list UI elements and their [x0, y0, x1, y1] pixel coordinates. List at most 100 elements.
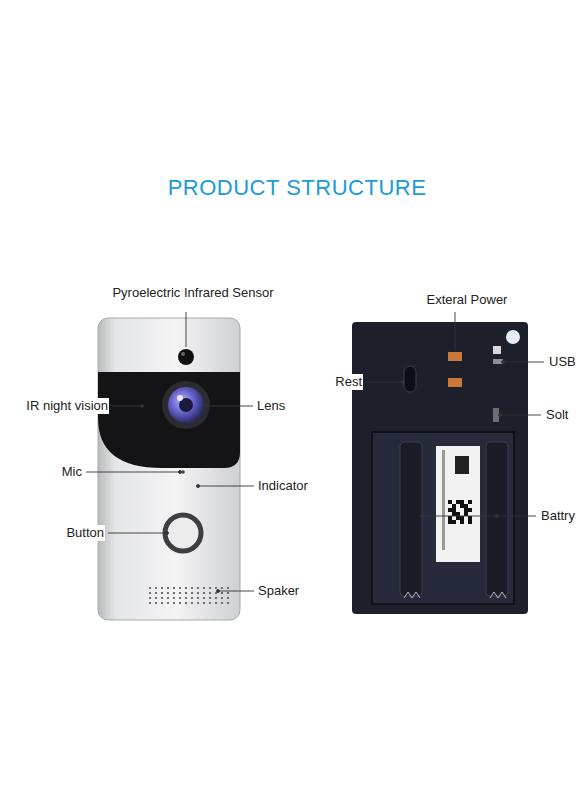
qr-cell: [448, 520, 452, 524]
grille-dot: [149, 592, 151, 594]
grille-dot: [221, 597, 223, 599]
qr-cell: [448, 508, 452, 512]
part-label: IR night vision: [25, 398, 109, 414]
qr-cell: [468, 500, 472, 504]
grille-dot: [209, 592, 211, 594]
grille-dot: [179, 597, 181, 599]
qr-cell: [456, 500, 460, 504]
qr-cell: [456, 512, 460, 516]
grille-dot: [173, 587, 175, 589]
grille-dot: [167, 597, 169, 599]
grille-dot: [227, 597, 229, 599]
doorbell-back: [352, 322, 528, 614]
grille-dot: [221, 602, 223, 604]
grille-dot: [203, 602, 205, 604]
grille-dot: [149, 587, 151, 589]
pir-sensor: [178, 349, 194, 365]
qr-cell: [468, 508, 472, 512]
grille-dot: [227, 602, 229, 604]
page-title: PRODUCT STRUCTURE: [168, 175, 427, 201]
qr-cell: [460, 520, 464, 524]
grille-dot: [203, 587, 205, 589]
part-label: Rest: [334, 374, 363, 390]
reset-hole: [404, 366, 416, 392]
power-terminal: [448, 352, 462, 361]
doorbell-front: [98, 318, 240, 620]
grille-dot: [209, 602, 211, 604]
grille-dot: [161, 587, 163, 589]
grille-dot: [161, 597, 163, 599]
grille-dot: [215, 602, 217, 604]
grille-dot: [155, 587, 157, 589]
battery-compartment: [372, 432, 514, 604]
grille-dot: [155, 592, 157, 594]
grille-dot: [209, 587, 211, 589]
part-label: Pyroelectric Infrared Sensor: [111, 285, 274, 301]
grille-dot: [179, 587, 181, 589]
grille-dot: [149, 597, 151, 599]
part-label: Battry: [540, 508, 576, 524]
part-label: USB: [548, 354, 577, 370]
qr-cell: [468, 516, 472, 520]
id-sticker: [436, 446, 480, 562]
grille-dot: [197, 587, 199, 589]
grille-dot: [227, 587, 229, 589]
grille-dot: [173, 592, 175, 594]
grille-dot: [185, 592, 187, 594]
grille-dot: [149, 602, 151, 604]
grille-dot: [167, 592, 169, 594]
qr-cell: [468, 520, 472, 524]
qr-cell: [456, 516, 460, 520]
grille-dot: [167, 587, 169, 589]
grille-dot: [185, 597, 187, 599]
grille-dot: [173, 602, 175, 604]
grille-dot: [191, 587, 193, 589]
grille-dot: [167, 602, 169, 604]
qr-cell: [448, 500, 452, 504]
qr-cell: [460, 500, 464, 504]
grille-dot: [221, 587, 223, 589]
qr-cell: [464, 512, 468, 516]
camera-lens: [162, 381, 210, 429]
qr-cell: [460, 504, 464, 508]
part-label: Button: [65, 525, 105, 541]
grille-dot: [203, 592, 205, 594]
grille-dot: [209, 597, 211, 599]
battery-cell: [400, 442, 422, 596]
grille-dot: [197, 602, 199, 604]
qr-cell: [452, 520, 456, 524]
grille-dot: [197, 597, 199, 599]
part-label: Lens: [256, 398, 286, 414]
speaker-grille: [149, 587, 229, 604]
grille-dot: [197, 592, 199, 594]
qr-cell: [464, 504, 468, 508]
qr-cell: [452, 504, 456, 508]
grille-dot: [161, 592, 163, 594]
qr-cell: [452, 508, 456, 512]
part-label: Mic: [61, 464, 83, 480]
grille-dot: [161, 602, 163, 604]
leader-lines: [86, 312, 544, 593]
part-label: Exteral Power: [426, 292, 509, 308]
grille-dot: [191, 602, 193, 604]
grille-dot: [191, 592, 193, 594]
grille-dot: [215, 597, 217, 599]
grille-dot: [203, 597, 205, 599]
qr-cell: [448, 516, 452, 520]
grille-dot: [155, 602, 157, 604]
qr-cell: [452, 512, 456, 516]
grille-dot: [191, 597, 193, 599]
grille-dot: [227, 592, 229, 594]
grille-dot: [155, 597, 157, 599]
qr-cell: [460, 516, 464, 520]
grille-dot: [185, 602, 187, 604]
grille-dot: [179, 602, 181, 604]
grille-dot: [215, 587, 217, 589]
grille-dot: [185, 587, 187, 589]
bell-button: [165, 515, 201, 551]
grille-dot: [179, 592, 181, 594]
qr-cell: [464, 508, 468, 512]
grille-dot: [221, 592, 223, 594]
part-label: Indicator: [257, 478, 309, 494]
part-label: Spaker: [257, 583, 300, 599]
